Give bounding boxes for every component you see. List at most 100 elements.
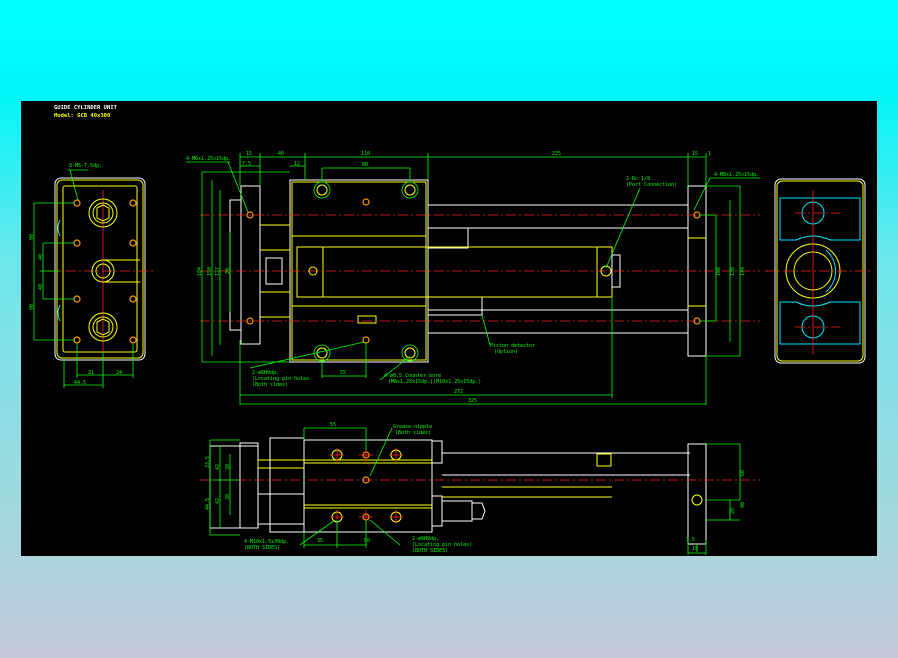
drawing-title: GUIDE CYLINDER UNIT [54, 105, 118, 111]
dim-label: 127 [215, 267, 221, 276]
small-holes [246, 198, 701, 344]
tapped-hole-label: 4-M10x1.5x30dp. [244, 539, 289, 545]
dim-label: 24 [116, 370, 122, 376]
right-end-view [765, 178, 870, 364]
dim-label: 1 [708, 151, 711, 157]
part-outline [431, 495, 443, 527]
dimension-line [209, 427, 741, 555]
pin-hole-label: (Locating pin holes) [412, 542, 472, 548]
dimension-line [313, 181, 331, 199]
dim-label: 35 [317, 538, 323, 544]
part-outline [428, 204, 688, 334]
dim-label: 33.5 [205, 456, 211, 468]
hole-outline [88, 312, 118, 342]
callout-tapped-holes-right: 4-M8x1.25x15dp. [714, 172, 759, 178]
pin-hole-label: (Both sides) [252, 382, 288, 388]
dim-label: 42 [215, 464, 221, 470]
dim-label: 225 [552, 151, 561, 157]
hole-outline [308, 266, 318, 276]
pin-hole-label: (BOTH SIDES) [412, 548, 448, 554]
dim-label: 7.5 [242, 161, 251, 167]
part-outline [68, 169, 88, 201]
part-outline [303, 520, 707, 555]
part-outline [57, 219, 61, 322]
part-outline [257, 493, 305, 525]
dimension-line [33, 169, 134, 388]
pin-hole-label: 2-ø6H9dp. [412, 536, 439, 542]
hole-outline [129, 239, 137, 247]
dim-label: 272 [454, 389, 463, 395]
part-outline [688, 237, 706, 307]
dim-label: 55 [330, 422, 336, 428]
part-outline [257, 459, 305, 469]
hole-outline [129, 199, 137, 207]
part-outline [795, 212, 840, 328]
part-outline [299, 427, 401, 546]
dim-label: 15 [692, 151, 698, 157]
dim-label: 15 [246, 151, 252, 157]
port-sublabel: (Port Connection) [626, 182, 677, 188]
hole-outline [316, 347, 328, 359]
dim-label: 12 [294, 161, 300, 167]
part-outline [33, 202, 75, 341]
dim-label: 40 [740, 502, 746, 508]
hole-outline [362, 198, 370, 206]
part-outline [229, 199, 242, 331]
dim-label: 40 [38, 284, 44, 290]
hole-outline [88, 198, 118, 228]
dim-label: 50 [364, 538, 370, 544]
part-outline [779, 197, 861, 241]
dim-label: 60 [740, 470, 746, 476]
drawing-model: Model: GCB 40x300 [54, 113, 110, 119]
dim-label: 44.5 [74, 380, 86, 386]
part-outline [209, 439, 240, 536]
hole-outline [404, 347, 416, 359]
part-outline [431, 440, 443, 464]
dim-label: 325 [468, 398, 477, 404]
dim-label: 30 [225, 268, 231, 274]
hole-outline [129, 336, 137, 344]
callout-tapped-holes: 8-M5-7.5dp. [69, 163, 102, 169]
dim-label: 130 [730, 267, 736, 276]
dim-label: 38 [225, 494, 231, 500]
pin-hole-label: (Locating pin holes [252, 376, 309, 382]
part-outline [427, 227, 469, 249]
hole-outline [691, 494, 703, 506]
hole-outline [600, 265, 612, 277]
part-outline [201, 171, 290, 363]
part-outline [239, 442, 259, 529]
pin-hole-label: 2-ø6H9dp. [252, 370, 279, 376]
part-outline [442, 486, 612, 498]
part-outline [357, 315, 377, 324]
hole-outline [404, 184, 416, 196]
part-outline [62, 185, 138, 353]
part-outline [249, 177, 760, 381]
piston-detector-label: Piston detector [490, 343, 535, 349]
dimension-line [186, 153, 760, 405]
part-outline [825, 249, 836, 293]
dim-label: 20 [730, 508, 736, 514]
dim-label: 150 [207, 267, 213, 276]
part-outline [186, 161, 249, 213]
grease-nipple-label: Grease nipple [393, 424, 432, 430]
dim-label: 40 [38, 254, 44, 260]
counterbore-label: (M8x1.25x15dp.)(M10x1.25x15dp.) [388, 379, 481, 385]
part-outline [54, 177, 146, 361]
side-holes [330, 448, 703, 524]
hole-outline [95, 263, 111, 279]
part-outline [330, 448, 403, 524]
front-view: 4-M6x1.25x15dp. 4-M8x1.25x15dp. 2-Rc 1/8… [186, 151, 760, 405]
part-outline [103, 259, 140, 283]
hole-outline [246, 317, 254, 325]
piston-detector-label: (Option) [494, 349, 518, 355]
part-outline [56, 179, 144, 359]
part-outline [303, 427, 367, 450]
part-outline [63, 343, 134, 388]
part-outline [427, 296, 483, 316]
part-outline [269, 437, 305, 533]
part-outline [303, 439, 433, 533]
part-outline [304, 459, 432, 509]
counterbore-holes [313, 181, 419, 362]
part-outline [240, 165, 411, 182]
part-outline [779, 301, 861, 345]
